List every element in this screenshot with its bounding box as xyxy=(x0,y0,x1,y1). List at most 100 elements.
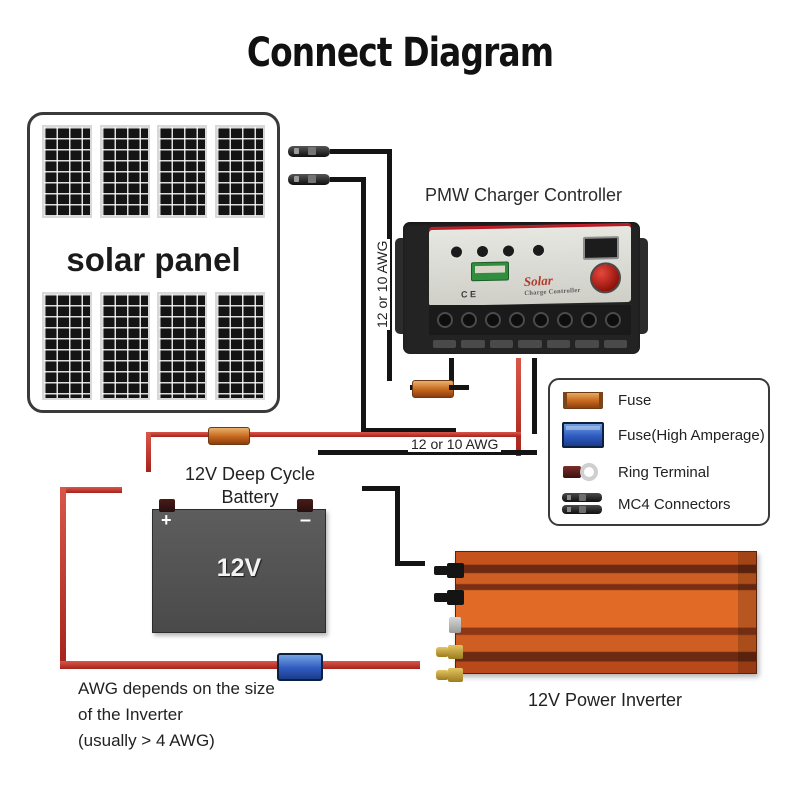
battery-label-line2: Battery xyxy=(221,487,279,507)
controller-vent xyxy=(546,339,571,348)
solar-cell xyxy=(214,125,265,218)
controller-led-indicator xyxy=(533,244,544,256)
controller-vent xyxy=(575,339,599,348)
controller-port-bar xyxy=(429,305,631,335)
wire-mc4-bottom-horizontal xyxy=(330,177,366,182)
awg-note-line1: AWG depends on the size xyxy=(78,679,275,698)
pwm-charge-controller: Solar Charge Controller C E xyxy=(395,222,648,362)
controller-red-knob[interactable] xyxy=(590,262,621,294)
wire-label-awg-horizontal: 12 or 10 AWG xyxy=(408,436,502,452)
controller-vent xyxy=(603,339,627,348)
solar-cell xyxy=(42,292,92,400)
solar-cell xyxy=(157,292,208,400)
solar-cell xyxy=(214,292,265,400)
battery-positive-sign: + xyxy=(161,510,172,530)
ring-terminal-positive-cable xyxy=(120,483,154,499)
legend-box: Fuse Fuse(High Amperage) Ring Terminal M… xyxy=(548,378,770,526)
controller-port[interactable] xyxy=(533,312,549,328)
controller-port[interactable] xyxy=(485,312,501,328)
controller-port[interactable] xyxy=(557,312,573,328)
solar-cell xyxy=(157,125,208,218)
controller-led-indicator xyxy=(477,245,488,258)
fuse-icon-controller xyxy=(412,380,454,398)
wire-red-main-horizontal xyxy=(146,432,521,437)
solar-cell-row-top xyxy=(30,125,277,218)
wire-red-inverter-run xyxy=(60,661,420,669)
legend-label-fuse-high-amperage: Fuse(High Amperage) xyxy=(618,426,765,444)
page-title: Connect Diagram xyxy=(246,30,554,76)
battery-label-line1: 12V Deep Cycle xyxy=(184,464,316,484)
fuse-icon xyxy=(560,391,606,409)
battery-voltage-text: 12V xyxy=(216,554,262,582)
controller-terminal-block xyxy=(471,261,509,282)
solar-cell-row-bottom xyxy=(30,292,277,400)
awg-note-line2: of the Inverter xyxy=(78,705,183,724)
fuse-icon-battery-line xyxy=(208,427,250,445)
inverter-right-edge xyxy=(738,552,756,673)
wire-battery-positive-to-inverter-stub xyxy=(60,487,122,493)
wire-mc4-bottom-vertical xyxy=(361,177,366,432)
legend-row-mc4-connectors: MC4 Connectors xyxy=(560,490,731,518)
ring-terminal-icon xyxy=(560,463,606,481)
solar-cell xyxy=(99,292,150,400)
battery-label: 12V Deep Cycle Battery xyxy=(170,463,330,509)
legend-row-ring-terminal: Ring Terminal xyxy=(560,458,709,486)
wire-negative-to-inverter xyxy=(395,561,425,566)
solar-cell xyxy=(42,125,92,218)
solar-panel-label: solar panel xyxy=(66,241,241,278)
solar-cell xyxy=(99,125,150,218)
controller-lcd-display xyxy=(583,236,619,260)
wire-mc4-top-horizontal xyxy=(330,149,392,154)
controller-title: PMW Charger Controller xyxy=(425,185,623,205)
controller-port[interactable] xyxy=(581,312,597,328)
controller-brand-label: Solar Charge Controller xyxy=(523,271,581,298)
legend-row-fuse: Fuse xyxy=(560,386,651,414)
mc4-connector-icon xyxy=(288,174,330,185)
controller-vent xyxy=(461,339,485,348)
deep-cycle-battery: + – 12V xyxy=(152,499,326,633)
controller-vent xyxy=(433,339,457,348)
wire-battery-negative-vertical xyxy=(395,486,400,566)
wire-awg-horizontal-run xyxy=(318,450,537,455)
fuse-high-amperage-icon xyxy=(560,422,606,448)
battery-negative-post xyxy=(297,499,313,512)
inverter-label: 12V Power Inverter xyxy=(527,690,683,710)
controller-led-indicator xyxy=(451,246,462,258)
wire-controller-out-red xyxy=(516,358,521,456)
controller-vent xyxy=(489,339,514,348)
legend-row-fuse-high-amperage: Fuse(High Amperage) xyxy=(560,421,765,449)
ring-terminal-battery-negative xyxy=(309,471,325,505)
battery-negative-sign: – xyxy=(299,509,311,531)
legend-label-mc4-connectors: MC4 Connectors xyxy=(618,495,731,513)
inverter-terminal-brass-2 xyxy=(436,668,463,682)
wire-battery-positive-vertical xyxy=(60,487,66,667)
wire-label-awg-vertical: 12 or 10 AWG xyxy=(374,238,390,330)
inverter-terminal-silver xyxy=(449,617,461,633)
awg-note-line3: (usually > 4 AWG) xyxy=(78,731,215,750)
battery-positive-post xyxy=(159,499,175,512)
wire-fuse-right-stub xyxy=(449,385,469,390)
controller-vent-slots xyxy=(433,338,627,349)
wire-red-down-to-battery xyxy=(146,432,151,472)
controller-faceplate: Solar Charge Controller C E xyxy=(429,225,631,307)
wire-battery-negative-horizontal xyxy=(362,486,400,491)
ring-terminal-negative-cable xyxy=(328,483,362,499)
controller-brand-name: Solar xyxy=(523,272,554,290)
fuse-high-amperage-icon-inline xyxy=(277,653,323,681)
wire-controller-out-black-2 xyxy=(532,358,537,434)
legend-label-ring-terminal: Ring Terminal xyxy=(618,463,710,481)
mc4-connector-icon xyxy=(288,146,330,157)
wire-controller-out-black-1 xyxy=(449,358,454,388)
ring-terminal-battery-positive xyxy=(161,471,177,505)
controller-port[interactable] xyxy=(605,312,621,328)
controller-body: Solar Charge Controller C E xyxy=(403,222,640,354)
legend-label-fuse: Fuse xyxy=(618,391,652,409)
inverter-terminal-black-2 xyxy=(434,590,464,605)
controller-port[interactable] xyxy=(461,312,477,328)
controller-port[interactable] xyxy=(437,312,453,328)
controller-port[interactable] xyxy=(509,312,525,328)
ce-mark-icon: C E xyxy=(461,289,477,300)
controller-led-indicator xyxy=(503,245,514,257)
power-inverter xyxy=(455,551,757,674)
